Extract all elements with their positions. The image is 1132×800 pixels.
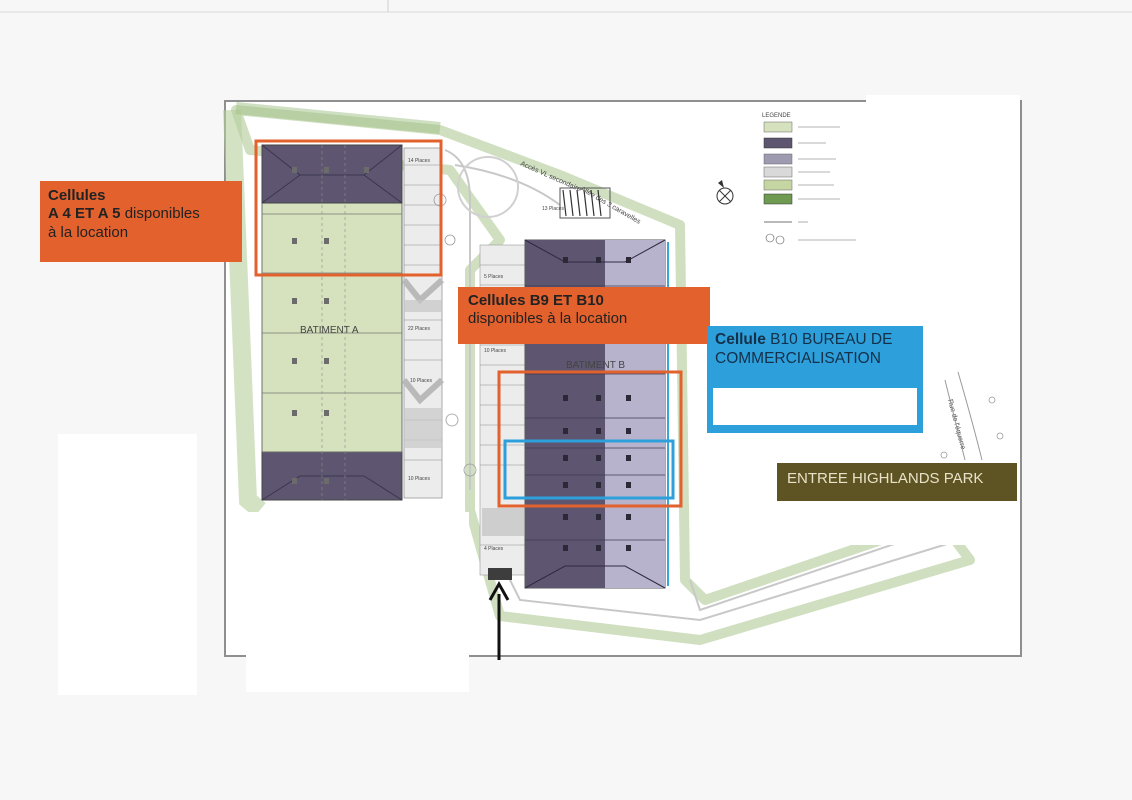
parking-label-4: 4 Places <box>484 546 504 552</box>
highlight-b9-b10 <box>497 370 683 508</box>
parking-label-5: 5 Places <box>484 274 504 280</box>
callout-b10-bold: Cellule <box>715 331 766 348</box>
north-arrow-icon <box>716 180 734 205</box>
batiment-a-label: BATIMENT A <box>300 325 359 336</box>
legend-swatch-parking <box>763 193 793 205</box>
parking-labels: 14 Places 22 Places 10 Places 10 Places <box>408 158 432 482</box>
highlight-a4-a5 <box>254 139 443 277</box>
callout-a-line2: A 4 ET A 5 disponibles <box>48 205 234 223</box>
parking-labels-b: 13 Places 5 Places 10 Places 4 Places <box>484 206 564 552</box>
callout-a-availability: disponibles <box>120 205 200 223</box>
entrance-arrow-icon <box>488 568 512 660</box>
callout-b-line2: disponibles à la location <box>468 310 628 328</box>
parking-label-13: 13 Places <box>542 206 564 212</box>
side-street <box>944 371 983 461</box>
trees <box>433 193 1004 566</box>
parking-label-10a: 10 Places <box>410 378 432 384</box>
legend-swatch-grey <box>763 166 793 178</box>
callout-a-line3: à la location <box>48 223 129 241</box>
callout-entree: ENTREE HIGHLANDS PARK <box>777 463 1017 545</box>
legend-tree <box>765 233 775 243</box>
entrance-marker <box>488 568 512 580</box>
legend: LEGENDE <box>762 113 856 245</box>
batiment-a <box>261 144 403 501</box>
legend-tree-2 <box>775 235 785 245</box>
parking-label-14: 14 Places <box>408 158 430 164</box>
legend-title: LEGENDE <box>762 113 791 119</box>
parking-zone-a <box>401 147 445 499</box>
highlight-b10-office <box>503 439 675 500</box>
callout-b10-rest: B10 BUREAU DE <box>765 331 893 348</box>
callout-a-cells: A 4 ET A 5 <box>48 205 121 223</box>
legend-swatch-roof-green <box>763 179 793 191</box>
batiment-b-label: BATIMENT B <box>566 360 625 371</box>
callout-cellules-a4-a5: Cellules A 4 ET A 5 disponibles à la loc… <box>40 181 242 262</box>
redaction-bottom-center <box>246 512 469 692</box>
legend-swatch-roof <box>763 137 793 149</box>
legend-swatch-green <box>763 121 793 133</box>
parking-label-10c: 10 Places <box>484 348 506 354</box>
callout-b10-line1: Cellule B10 BUREAU DE <box>715 331 915 350</box>
entree-text: ENTREE HIGHLANDS PARK <box>787 470 984 487</box>
callout-cellule-b10-bureau: Cellule B10 BUREAU DE COMMERCIALISATION <box>707 326 923 433</box>
redaction-top-right <box>866 95 1020 302</box>
entree-redaction <box>777 501 1017 545</box>
parking-label-22: 22 Places <box>408 326 430 332</box>
site-boundary <box>223 102 975 645</box>
callout-b-title: Cellules B9 ET B10 <box>468 292 604 309</box>
callout-b10-redaction <box>713 388 917 425</box>
callout-cellules-b9-b10: Cellules B9 ET B10 disponibles à la loca… <box>458 287 710 344</box>
legend-swatch-hatch <box>763 153 793 165</box>
parking-label-10b: 10 Places <box>408 476 430 482</box>
callout-a-title: Cellules <box>48 187 106 204</box>
redaction-left <box>58 434 197 695</box>
callout-b10-line2: COMMERCIALISATION <box>715 349 881 367</box>
